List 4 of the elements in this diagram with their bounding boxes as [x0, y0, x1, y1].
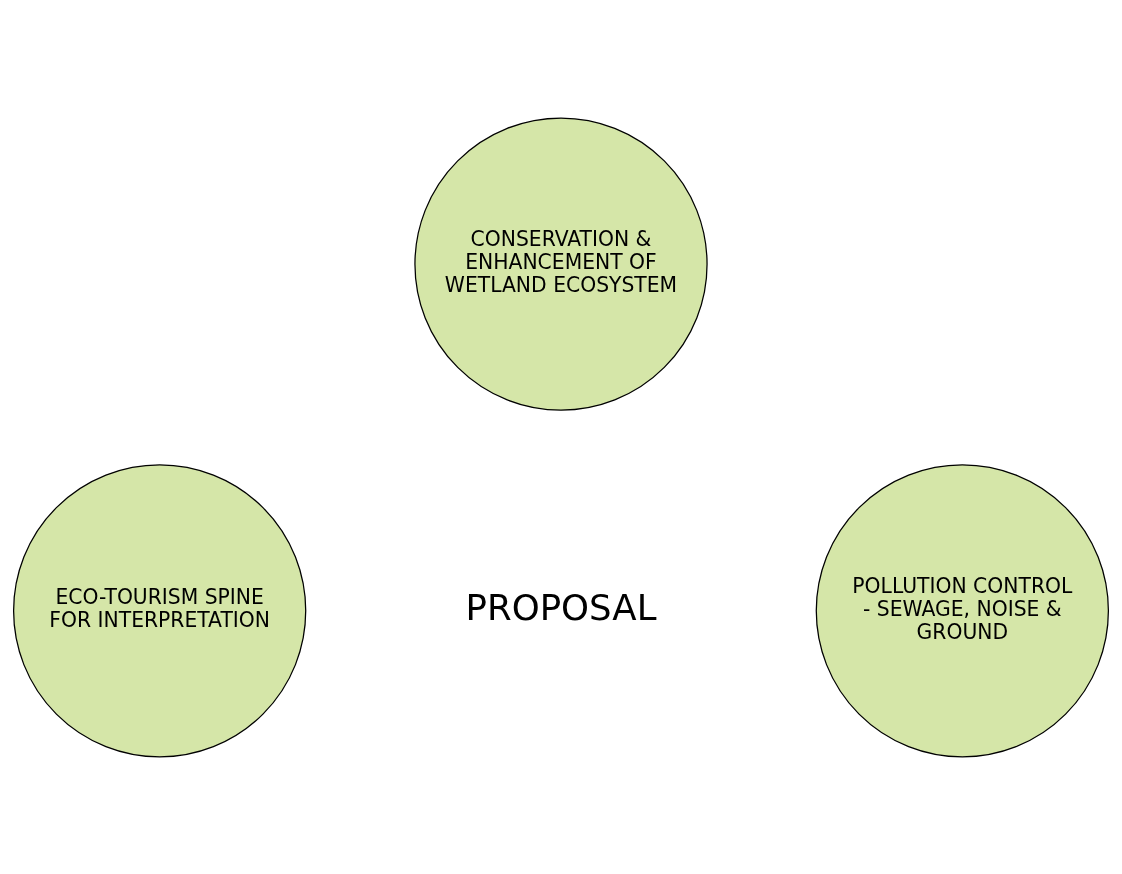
- node-circle: POLLUTION CONTROL - SEWAGE, NOISE & GROUND: [815, 463, 1110, 758]
- node-circle: CONSERVATION & ENHANCEMENT OF WETLAND ECOSYSTEM: [414, 116, 708, 411]
- node-circle: ECO-TOURISM SPINE FOR INTERPRETATION: [12, 463, 307, 758]
- label: PROPOSAL: [465, 586, 657, 628]
